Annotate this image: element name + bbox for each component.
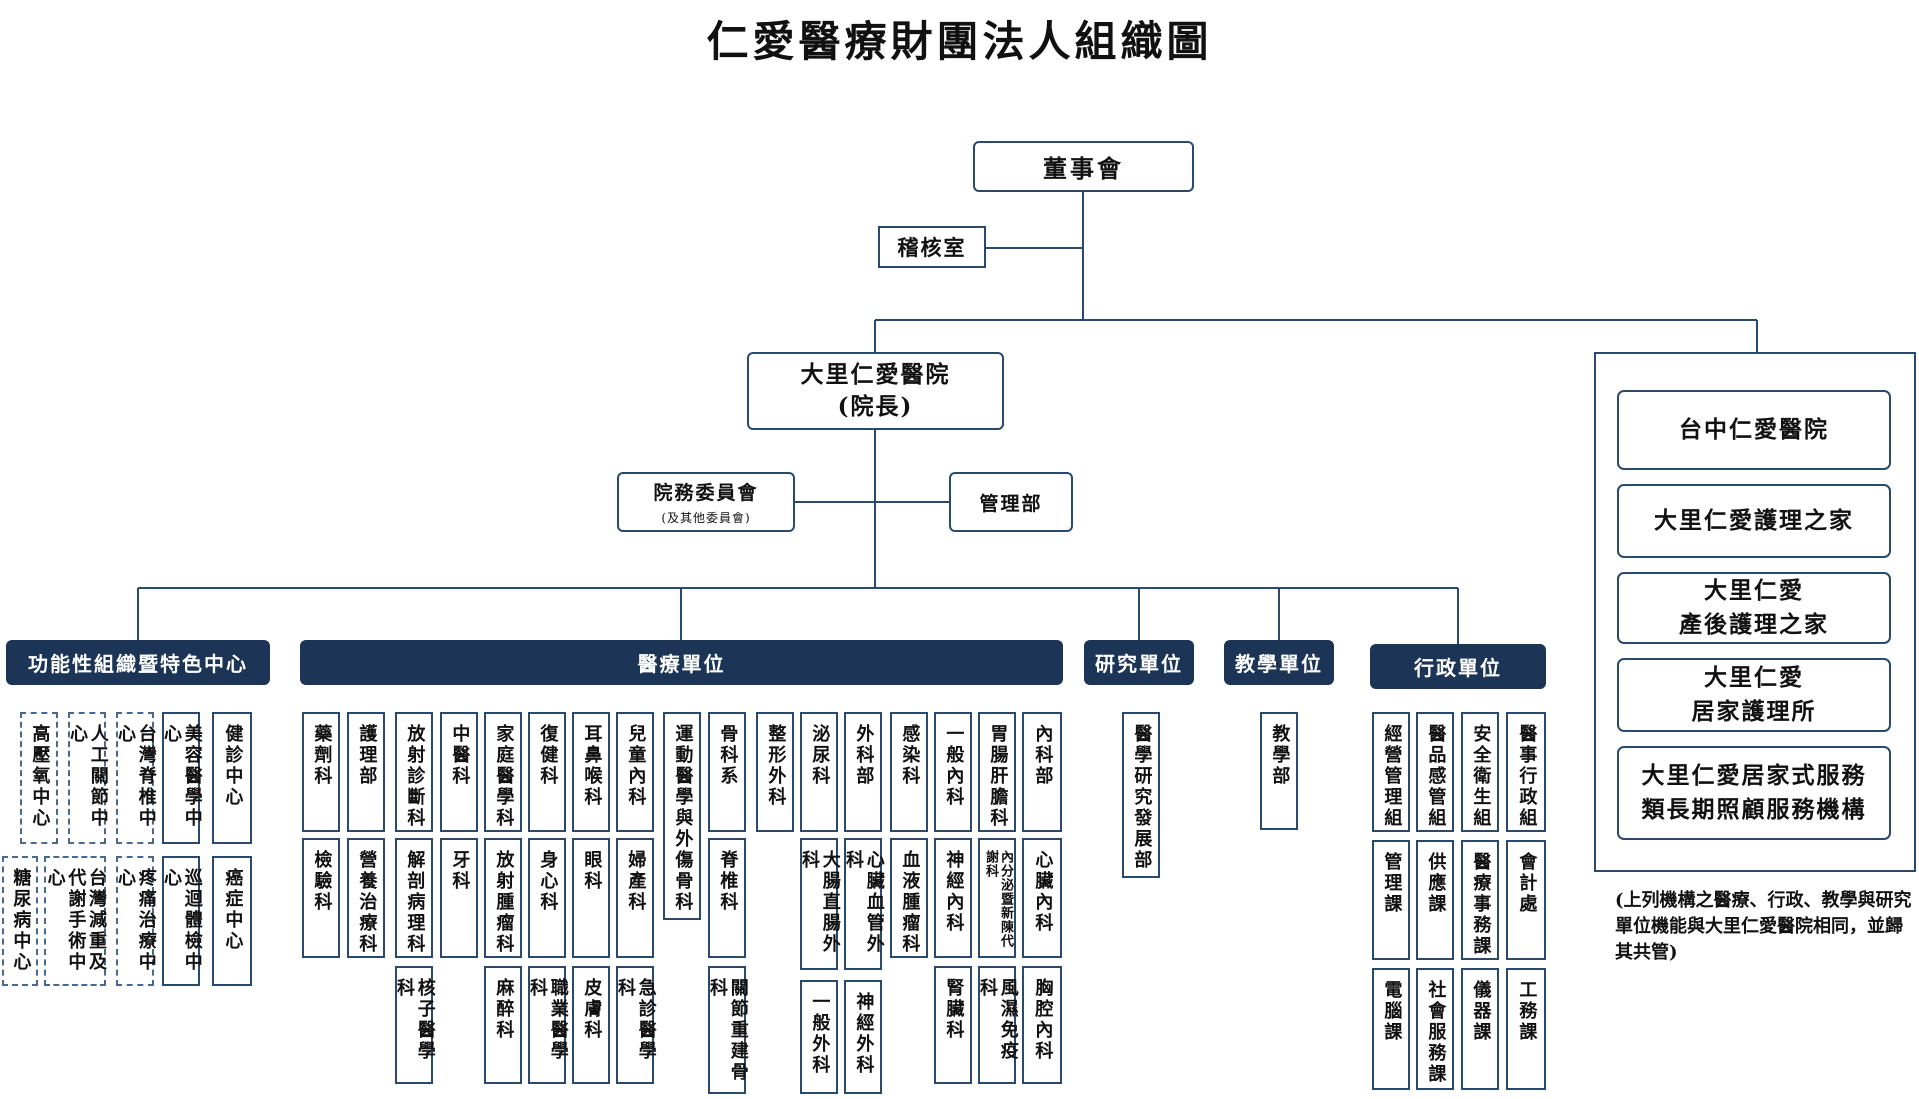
- unit-chest-medicine: 胸腔內科: [1022, 966, 1062, 1084]
- unit-anatomic-pathology: 解剖病理科: [395, 838, 433, 958]
- unit-colorectal-surgery: 大腸直腸外科: [799, 838, 841, 970]
- unit-medical-affairs-section: 醫療事務課: [1461, 840, 1499, 960]
- unit-instrument-section: 儀器課: [1461, 968, 1499, 1090]
- unit-nephrology: 腎臟科: [934, 966, 972, 1084]
- unit-engineering-section: 工務課: [1506, 968, 1546, 1090]
- unit-plastic-surgery: 整形外科: [756, 712, 794, 832]
- affiliates-panel: [1594, 352, 1916, 872]
- category-admin: 行政單位: [1370, 644, 1546, 689]
- unit-medical-administration-group: 醫事行政組: [1506, 712, 1546, 832]
- unit-family-medicine: 家庭醫學科: [484, 712, 522, 832]
- unit-emergency-medicine: 急診醫學科: [615, 966, 657, 1084]
- unit-quality-infection-control-group: 醫品感管組: [1416, 712, 1454, 832]
- unit-medical-research-development: 醫學研究發展部: [1122, 712, 1160, 878]
- unit-diagnostic-radiology: 放射診斷科: [395, 712, 433, 832]
- committee-box: 院務委員會 (及其他委員會): [617, 472, 795, 532]
- affiliate-dali-postpartum-care: 大里仁愛產後護理之家: [1617, 572, 1891, 644]
- unit-general-internal-medicine: 一般內科: [934, 712, 972, 832]
- unit-radiation-oncology: 放射腫瘤科: [484, 838, 522, 958]
- unit-gastroenterology: 胃腸肝膽科: [978, 712, 1016, 832]
- unit-management-section: 管理課: [1372, 840, 1410, 960]
- unit-nuclear-medicine: 核子醫學科: [394, 966, 436, 1084]
- unit-anesthesiology: 麻醉科: [484, 966, 522, 1084]
- category-functional: 功能性組織暨特色中心: [6, 640, 270, 685]
- unit-rheumatology: 風濕免疫科: [977, 966, 1019, 1084]
- management-label: 管理部: [979, 492, 1043, 515]
- unit-rehabilitation: 復健科: [528, 712, 566, 832]
- audit-office-label: 稽核室: [897, 235, 967, 260]
- unit-joint-replacement-center: 人工關節中心: [67, 712, 109, 844]
- unit-surgery-dept: 外科部: [844, 712, 882, 832]
- affiliates-note: (上列機構之醫療、行政、教學與研究單位機能與大里仁愛醫院相同，並歸其共管): [1615, 890, 1912, 963]
- unit-pain-center: 疼痛治療中心: [115, 856, 157, 986]
- hospital-director: (院長): [837, 393, 914, 420]
- unit-obstetrics-gynecology: 婦產科: [616, 838, 654, 958]
- unit-teaching-dept: 教學部: [1260, 712, 1298, 830]
- unit-infectious-disease: 感染科: [890, 712, 928, 832]
- unit-ent: 耳鼻喉科: [572, 712, 610, 832]
- unit-diabetes-center: 糖尿病中心: [2, 856, 38, 986]
- committee-sub: (及其他委員會): [661, 511, 751, 525]
- audit-office-box: 稽核室: [878, 226, 986, 268]
- unit-nutrition: 營養治療科: [347, 838, 385, 958]
- unit-cancer-center: 癌症中心: [212, 856, 252, 986]
- category-research: 研究單位: [1084, 640, 1194, 685]
- unit-laboratory: 檢驗科: [302, 838, 340, 958]
- chart-title: 仁愛醫療財團法人組織圖: [706, 17, 1213, 66]
- unit-accounting-office: 會計處: [1506, 840, 1546, 960]
- unit-general-surgery: 一般外科: [800, 980, 838, 1094]
- hospital-name: 大里仁愛醫院: [800, 361, 951, 388]
- unit-chinese-medicine: 中醫科: [440, 712, 478, 832]
- unit-cardiovascular-surgery: 心臟血管外科: [843, 838, 885, 970]
- unit-supply-section: 供應課: [1416, 840, 1454, 960]
- unit-pharmacy: 藥劑科: [302, 712, 340, 832]
- unit-spine: 脊椎科: [708, 838, 746, 958]
- management-box: 管理部: [949, 472, 1073, 532]
- unit-safety-health-group: 安全衛生組: [1461, 712, 1499, 832]
- unit-bariatric-center: 台灣減重及代謝手術中心: [44, 856, 107, 986]
- unit-spine-center: 台灣脊椎中心: [115, 712, 157, 844]
- board-box: 董事會: [973, 141, 1194, 192]
- committee-name: 院務委員會: [653, 482, 759, 504]
- unit-pediatrics: 兒童內科: [616, 712, 654, 832]
- affiliate-dali-long-term-care: 大里仁愛居家式服務類長期照顧服務機構: [1617, 746, 1891, 840]
- unit-neurosurgery: 神經外科: [844, 980, 882, 1094]
- unit-psychiatry: 身心科: [528, 838, 566, 958]
- unit-urology: 泌尿科: [800, 712, 838, 832]
- unit-orthopedics-dept: 骨科系: [708, 712, 746, 832]
- unit-cardiology: 心臟內科: [1022, 838, 1062, 958]
- affiliate-dali-nursing-home: 大里仁愛護理之家: [1617, 484, 1891, 558]
- unit-neurology: 神經內科: [934, 838, 972, 958]
- unit-internal-medicine-dept: 內科部: [1022, 712, 1062, 832]
- unit-joint-reconstruction: 關節重建骨科: [707, 966, 749, 1094]
- unit-sports-trauma-orthopedics: 運動醫學與外傷骨科: [663, 712, 701, 920]
- unit-dentistry: 牙科: [440, 838, 478, 958]
- unit-endocrinology-metabolism: 內分泌暨新陳代謝科: [978, 838, 1016, 958]
- affiliate-dali-home-care: 大里仁愛居家護理所: [1617, 658, 1891, 732]
- unit-aesthetic-center: 美容醫學中心: [161, 712, 203, 844]
- unit-hyperbaric-oxygen-center: 高壓氧中心: [20, 712, 58, 844]
- board-label: 董事會: [1043, 154, 1124, 183]
- category-medical: 醫療單位: [300, 640, 1063, 685]
- unit-computer-section: 電腦課: [1372, 968, 1410, 1090]
- unit-nursing: 護理部: [347, 712, 385, 832]
- unit-occupational-medicine: 職業醫學科: [527, 966, 569, 1084]
- unit-hematology-oncology: 血液腫瘤科: [890, 838, 928, 958]
- unit-ophthalmology: 眼科: [572, 838, 610, 958]
- unit-social-service-section: 社會服務課: [1416, 968, 1454, 1090]
- unit-mobile-checkup-center: 巡迴體檢中心: [161, 856, 203, 986]
- unit-business-management-group: 經營管理組: [1372, 712, 1410, 832]
- hospital-box: 大里仁愛醫院 (院長): [747, 352, 1004, 430]
- unit-health-checkup-center: 健診中心: [212, 712, 252, 844]
- category-teaching: 教學單位: [1224, 640, 1334, 685]
- unit-dermatology: 皮膚科: [572, 966, 610, 1084]
- affiliate-taichung-jen-ai-hospital: 台中仁愛醫院: [1617, 390, 1891, 470]
